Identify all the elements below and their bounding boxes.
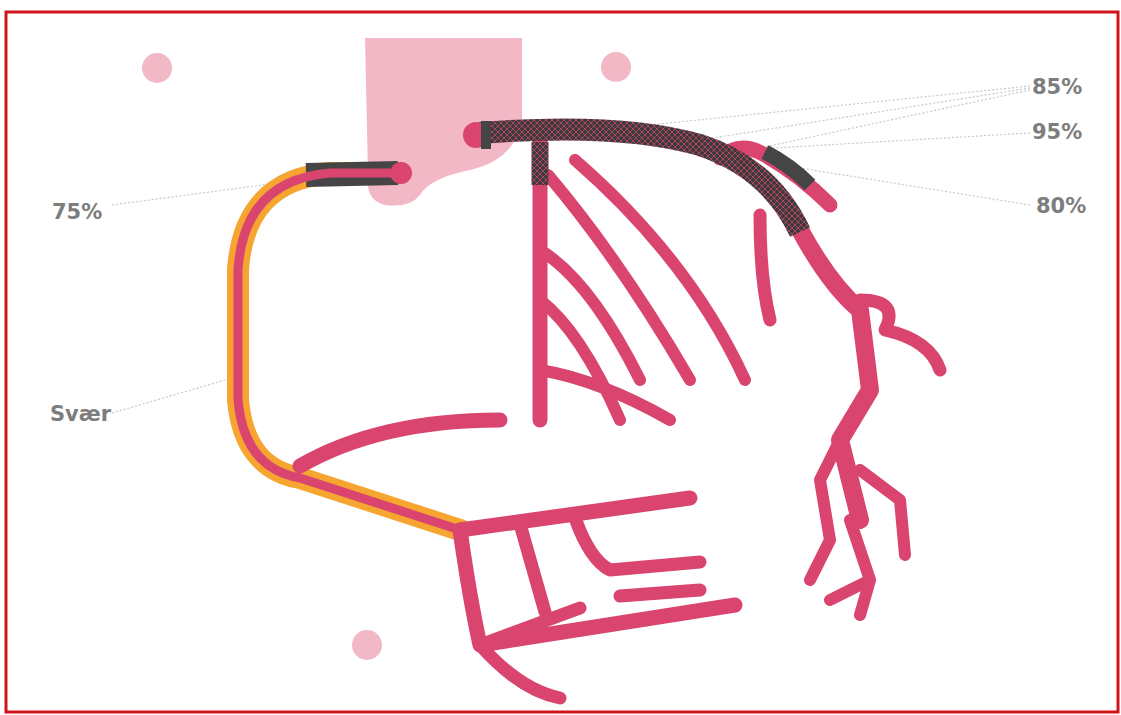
left-coronary bbox=[478, 129, 940, 615]
frame bbox=[6, 12, 1118, 712]
stenosis-hatch bbox=[532, 142, 549, 185]
stenosis-percent: 95% bbox=[1032, 122, 1082, 143]
stenosis-percent: 85% bbox=[1032, 77, 1082, 98]
stenosis-percent: 75% bbox=[52, 202, 102, 223]
stenosis-hatch bbox=[480, 129, 800, 232]
stenosis-percent: 80% bbox=[1036, 196, 1086, 217]
dot bbox=[352, 630, 382, 660]
dot bbox=[601, 52, 631, 82]
dot bbox=[142, 53, 172, 83]
severity-label: Svær bbox=[50, 404, 111, 425]
stenosis-segment bbox=[765, 152, 810, 185]
